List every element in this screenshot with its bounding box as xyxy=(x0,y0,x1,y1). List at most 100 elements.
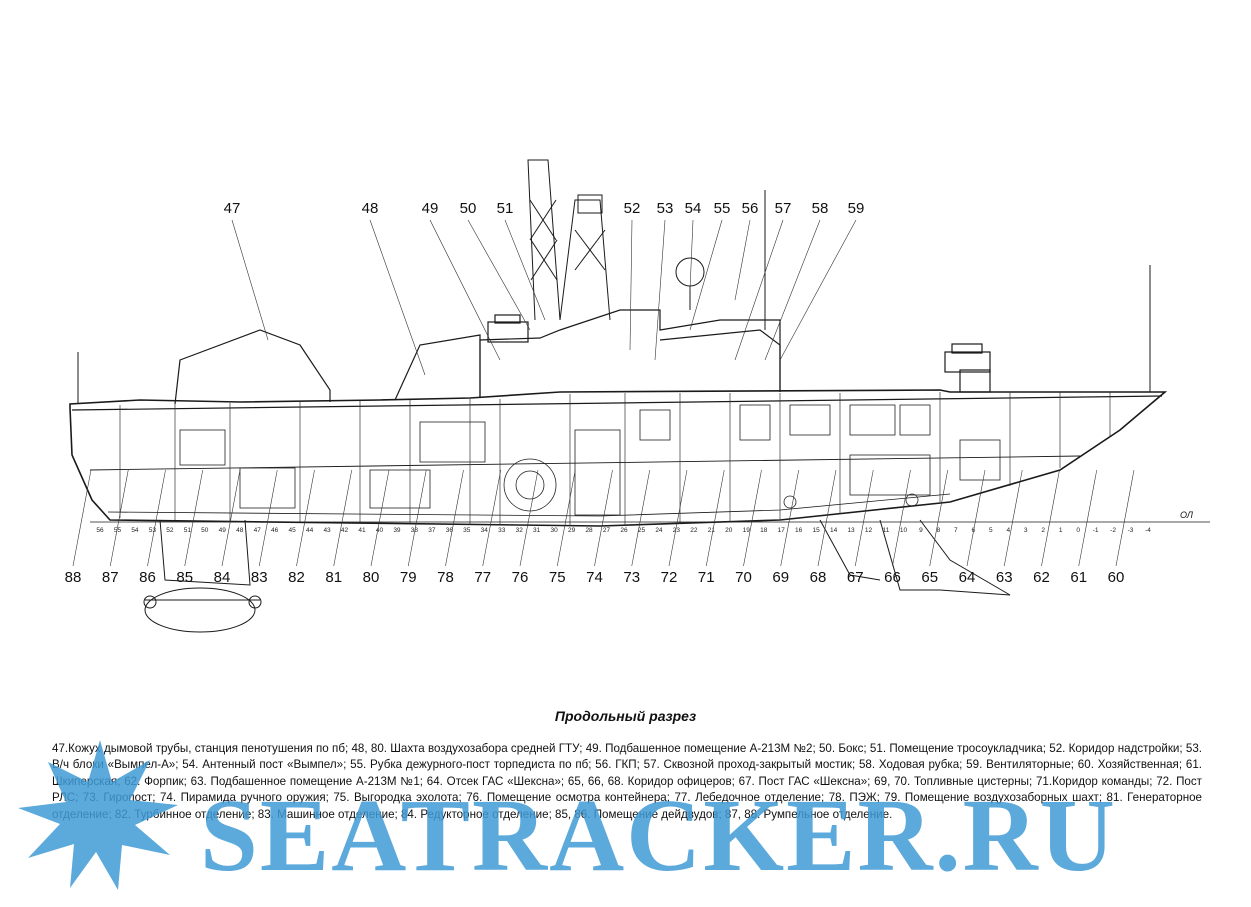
hull xyxy=(69,389,1168,527)
leader-line xyxy=(929,469,949,567)
hull-outline xyxy=(69,389,1168,527)
callout-bottom-label: 65 xyxy=(921,569,938,586)
leader-line xyxy=(854,469,874,567)
frame-number: 2 xyxy=(1041,527,1045,534)
superstructure xyxy=(174,309,991,405)
callout-bottom-label: 84 xyxy=(214,569,231,586)
frame-number: 26 xyxy=(620,527,628,534)
mast xyxy=(77,159,1151,404)
frame-number: 48 xyxy=(236,527,244,534)
leader-line xyxy=(966,469,986,567)
frame-number: 43 xyxy=(323,527,331,534)
callout-top-label: 56 xyxy=(742,200,759,217)
frame-number: 30 xyxy=(551,527,559,534)
callout-bottom-label: 73 xyxy=(623,569,640,586)
callout-top-label: 51 xyxy=(497,200,514,217)
frame-number: 46 xyxy=(271,527,279,534)
callout-bottom-label: 85 xyxy=(176,569,193,586)
leader-line xyxy=(429,219,501,361)
frame-number: 29 xyxy=(568,527,576,534)
frame-number: 10 xyxy=(900,527,908,534)
frame-number: 55 xyxy=(114,527,122,534)
callout-bottom-label: 64 xyxy=(959,569,976,586)
frame-number: 12 xyxy=(865,527,873,534)
baseline-label: ОЛ xyxy=(1180,510,1194,520)
leader-line xyxy=(1041,469,1060,567)
frame-number: 4 xyxy=(1006,527,1010,534)
leader-line xyxy=(705,469,725,567)
leader-line xyxy=(258,469,278,567)
stern-gear xyxy=(143,519,1011,633)
leader-line xyxy=(734,219,784,361)
callout-bottom-label: 62 xyxy=(1033,569,1050,586)
leader-line xyxy=(445,469,464,567)
frame-number: 37 xyxy=(428,527,436,534)
callout-bottom-label: 88 xyxy=(65,569,82,586)
leader-line xyxy=(407,469,427,567)
leader-line xyxy=(654,219,666,361)
frame-number: 45 xyxy=(289,527,297,534)
frame-number: 41 xyxy=(358,527,366,534)
callout-bottom-label: 82 xyxy=(288,569,305,586)
frame-number: 49 xyxy=(219,527,227,534)
callout-top-label: 54 xyxy=(685,200,702,217)
leader-line xyxy=(594,469,613,567)
frame-number: 25 xyxy=(638,527,646,534)
frame-number: 33 xyxy=(498,527,506,534)
callout-bottom-label: 74 xyxy=(586,569,603,586)
frame-number: 5 xyxy=(989,527,993,534)
figure-caption: Продольный разрез xyxy=(554,708,697,724)
frame-number: 52 xyxy=(166,527,174,534)
leader-line xyxy=(231,219,269,341)
leader-lines xyxy=(72,219,1135,567)
callout-top-label: 58 xyxy=(812,200,829,217)
frame-number: 13 xyxy=(847,527,855,534)
frame-number: 36 xyxy=(446,527,454,534)
frame-number: 28 xyxy=(585,527,593,534)
frame-number: 14 xyxy=(830,527,838,534)
frame-number: 15 xyxy=(813,527,821,534)
frame-number: 21 xyxy=(708,527,716,534)
frame-number: 23 xyxy=(673,527,681,534)
callout-bottom-label: 86 xyxy=(139,569,156,586)
frame-number: 31 xyxy=(533,527,541,534)
winch-drum xyxy=(503,458,557,512)
deckhouse xyxy=(479,309,781,398)
leader-line xyxy=(817,469,837,567)
frame-number: 3 xyxy=(1024,527,1028,534)
callout-bottom-label: 72 xyxy=(661,569,678,586)
frame-number: 40 xyxy=(376,527,384,534)
leader-line xyxy=(519,469,539,567)
leader-line xyxy=(184,469,204,567)
callout-bottom-label: 78 xyxy=(437,569,454,586)
hydrofoil xyxy=(879,519,1011,596)
frame-number: 56 xyxy=(96,527,104,534)
frame-number: 16 xyxy=(795,527,803,534)
leader-line xyxy=(779,219,857,361)
callout-bottom-label: 87 xyxy=(102,569,119,586)
gun-mount-fwd xyxy=(944,351,991,373)
frame-number: 7 xyxy=(954,527,958,534)
callout-top-label: 48 xyxy=(362,200,379,217)
leader-line xyxy=(631,469,651,567)
callout-bottom-label: 77 xyxy=(474,569,491,586)
callout-bottom-label: 66 xyxy=(884,569,901,586)
leader-line xyxy=(689,219,723,331)
callout-bottom-label: 75 xyxy=(549,569,566,586)
leader-line xyxy=(1078,469,1098,567)
callout-top-label: 57 xyxy=(775,200,792,217)
leader-line xyxy=(504,219,546,321)
frame-number: 22 xyxy=(690,527,698,534)
leader-line xyxy=(1003,469,1023,567)
callout-bottom-label: 68 xyxy=(810,569,827,586)
leader-line xyxy=(689,219,694,291)
leader-line xyxy=(629,219,633,351)
main-deck xyxy=(71,395,1163,411)
frame-number: 39 xyxy=(393,527,401,534)
callout-bottom-label: 80 xyxy=(363,569,380,586)
leader-line xyxy=(780,469,800,567)
leader-line xyxy=(221,469,241,567)
bulkheads xyxy=(119,392,1111,526)
